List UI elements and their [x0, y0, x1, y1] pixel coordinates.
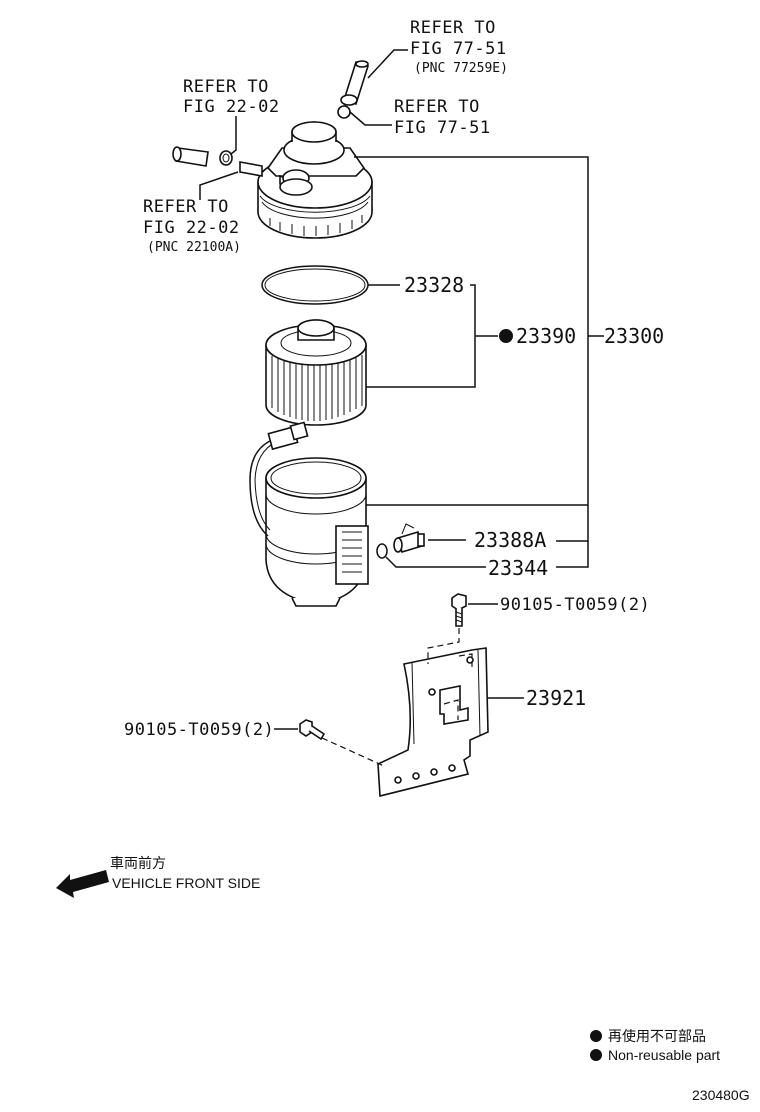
bolt-right: [451, 593, 467, 627]
leader-ref-mid-right: [349, 111, 392, 126]
part-number-bolt-left: 90105-T0059(2): [124, 720, 274, 740]
legend-label-en: Non-reusable part: [608, 1047, 720, 1063]
non-reusable-marker: [499, 329, 513, 343]
svg-text:REFER TO: REFER TO: [410, 18, 496, 38]
vehicle-front-arrow: [56, 870, 109, 898]
hose-top: [343, 60, 369, 106]
bracket: [377, 647, 489, 798]
part-number-23921: 23921: [526, 686, 586, 710]
svg-text:REFER TO: REFER TO: [394, 97, 480, 117]
svg-text:(PNC 22100A): (PNC 22100A): [147, 240, 241, 255]
filter-head: [239, 121, 373, 239]
leader-ref-bottom-left: [199, 171, 239, 200]
vehicle-front-label-jp: 車両前方: [110, 855, 166, 871]
drain-o-ring: [376, 543, 388, 559]
part-number-23328: 23328: [404, 273, 464, 297]
svg-text:FIG 22-02: FIG 22-02: [183, 97, 280, 117]
bracket-23300: [354, 156, 604, 568]
leader-23344: [385, 556, 486, 568]
drain-sensor: [393, 523, 425, 553]
hose-clamp-top: [337, 94, 358, 119]
svg-text:REFER TO: REFER TO: [143, 197, 229, 217]
ref-label-mid-right: REFER TO FIG 77-51: [394, 97, 491, 138]
ref-label-top-right: REFER TO FIG 77-51 (PNC 77259E): [410, 18, 508, 76]
bracket-bolt-guide-right: [427, 628, 473, 720]
part-number-23300: 23300: [604, 324, 664, 348]
part-number-bolt-right: 90105-T0059(2): [500, 595, 650, 615]
sensor-wire: [249, 421, 309, 537]
vehicle-front-label-en: VEHICLE FRONT SIDE: [112, 875, 260, 891]
bolt-left: [299, 719, 326, 741]
svg-text:FIG 22-02: FIG 22-02: [143, 218, 240, 238]
o-ring: [261, 265, 369, 305]
ref-label-bottom-left: REFER TO FIG 22-02 (PNC 22100A): [143, 197, 241, 255]
part-number-23344: 23344: [488, 556, 548, 580]
o-ring-inner: [264, 268, 366, 302]
hose-left: [172, 146, 233, 167]
svg-text:REFER TO: REFER TO: [183, 77, 269, 97]
filter-element: [265, 319, 367, 426]
svg-text:(PNC 77259E): (PNC 77259E): [414, 61, 508, 76]
bracket-bolt-guide-left: [321, 737, 385, 767]
filter-case: [265, 457, 369, 607]
bracket-23390: [366, 284, 498, 388]
svg-text:FIG 77-51: FIG 77-51: [410, 39, 507, 59]
legend-label-jp: 再使用不可部品: [608, 1028, 706, 1044]
legend-marker-jp: [590, 1030, 602, 1042]
leader-ref-top-right: [367, 49, 408, 79]
svg-text:FIG 77-51: FIG 77-51: [394, 118, 491, 138]
ref-label-top-left: REFER TO FIG 22-02: [183, 77, 280, 117]
legend-marker-en: [590, 1049, 602, 1061]
part-number-23390: 23390: [516, 324, 576, 348]
part-number-23388A: 23388A: [474, 528, 546, 552]
figure-id: 230480G: [692, 1087, 750, 1103]
